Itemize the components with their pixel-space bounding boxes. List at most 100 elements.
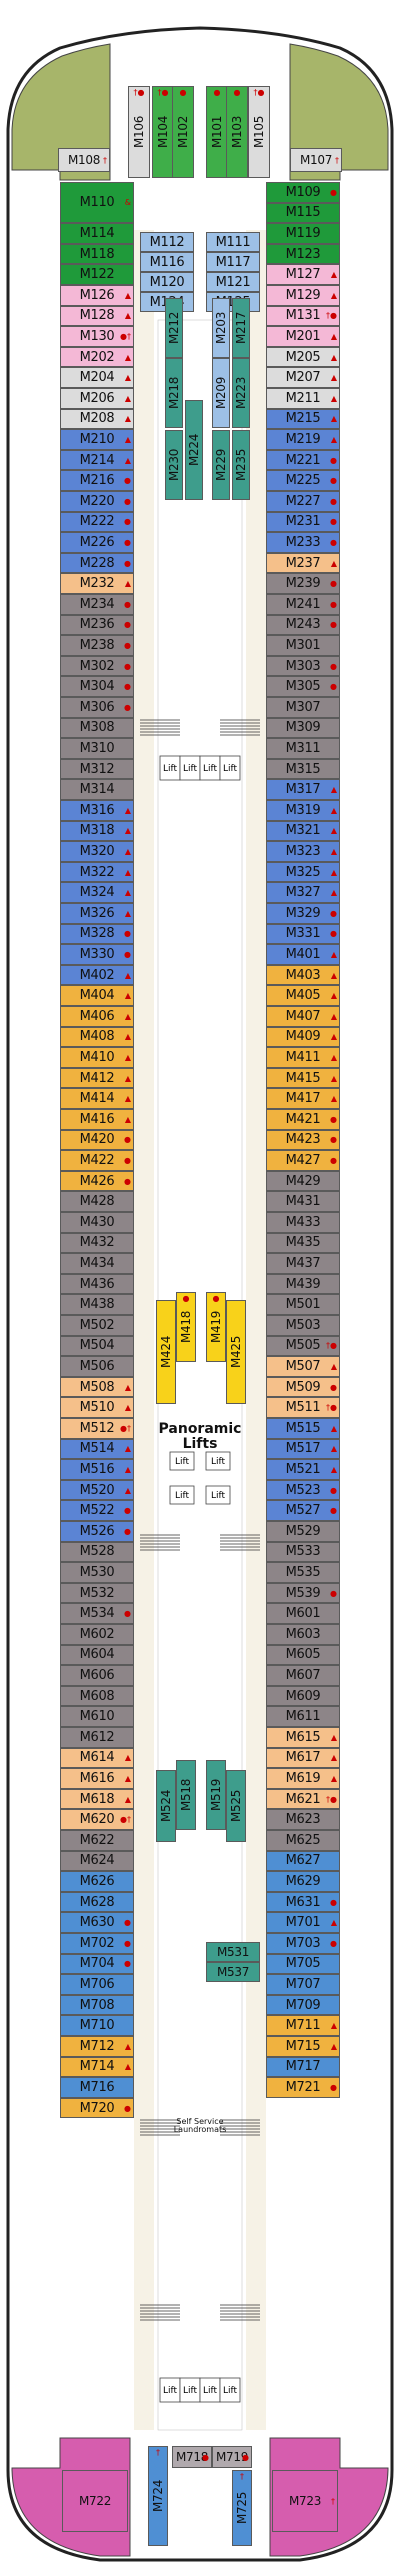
cabin-m624[interactable]: M624 <box>60 1850 134 1872</box>
cabin-m231[interactable]: M231● <box>266 511 340 533</box>
cabin-m720[interactable]: M720● <box>60 2097 134 2119</box>
cabin-m402[interactable]: M402▲ <box>60 964 134 986</box>
cabin-m302[interactable]: M302● <box>60 655 134 677</box>
cabin-m406[interactable]: M406▲ <box>60 1006 134 1027</box>
cabin-m126[interactable]: M126▲ <box>60 285 134 306</box>
cabin-m129[interactable]: M129▲ <box>266 285 340 306</box>
cabin-m706[interactable]: M706 <box>60 1974 134 1995</box>
cabin-m606[interactable]: M606 <box>60 1665 134 1686</box>
cabin-m522[interactable]: M522● <box>60 1500 134 1521</box>
cabin-m407[interactable]: M407▲ <box>266 1006 340 1027</box>
cabin-m316[interactable]: M316▲ <box>60 800 134 821</box>
cabin-m307[interactable]: M307 <box>266 697 340 718</box>
cabin-m529[interactable]: M529 <box>266 1521 340 1542</box>
cabin-m408[interactable]: M408▲ <box>60 1026 134 1048</box>
cabin-m224[interactable]: M224 <box>185 400 203 500</box>
cabin-m703[interactable]: M703● <box>266 1933 340 1954</box>
cabin-m617[interactable]: M617▲ <box>266 1747 340 1769</box>
cabin-m424[interactable]: M424 <box>156 1300 176 1404</box>
cabin-m712[interactable]: M712▲ <box>60 2036 134 2057</box>
cabin-m604[interactable]: M604 <box>60 1644 134 1666</box>
cabin-m430[interactable]: M430 <box>60 1212 134 1233</box>
cabin-m238[interactable]: M238● <box>60 635 134 656</box>
cabin-m108[interactable]: M108† <box>58 148 110 172</box>
cabin-m217[interactable]: M217 <box>232 298 250 358</box>
cabin-m232[interactable]: M232▲ <box>60 573 134 594</box>
cabin-m306[interactable]: M306● <box>60 697 134 718</box>
cabin-m331[interactable]: M331● <box>266 923 340 945</box>
cabin-m620[interactable]: M620●† <box>60 1809 134 1830</box>
cabin-m225[interactable]: M225● <box>266 470 340 491</box>
cabin-m630[interactable]: M630● <box>60 1912 134 1933</box>
cabin-m711[interactable]: M711▲ <box>266 2015 340 2036</box>
cabin-m103[interactable]: M103● <box>226 86 248 178</box>
cabin-m304[interactable]: M304● <box>60 676 134 697</box>
cabin-m631[interactable]: M631● <box>266 1891 340 1913</box>
cabin-m437[interactable]: M437 <box>266 1253 340 1274</box>
cabin-m243[interactable]: M243● <box>266 614 340 636</box>
cabin-m504[interactable]: M504 <box>60 1335 134 1357</box>
cabin-m611[interactable]: M611 <box>266 1706 340 1727</box>
cabin-m722[interactable]: M722 <box>62 2470 128 2532</box>
cabin-m210[interactable]: M210▲ <box>60 429 134 450</box>
cabin-m508[interactable]: M508▲ <box>60 1376 134 1398</box>
cabin-m301[interactable]: M301 <box>266 635 340 656</box>
cabin-m436[interactable]: M436 <box>60 1273 134 1295</box>
cabin-m311[interactable]: M311 <box>266 738 340 759</box>
cabin-m102[interactable]: M102● <box>172 86 194 178</box>
cabin-m203[interactable]: M203 <box>212 298 230 358</box>
cabin-m312[interactable]: M312 <box>60 758 134 780</box>
cabin-m505[interactable]: M505†● <box>266 1335 340 1357</box>
cabin-m533[interactable]: M533 <box>266 1541 340 1563</box>
cabin-m115[interactable]: M115 <box>266 202 340 224</box>
cabin-m515[interactable]: M515▲ <box>266 1418 340 1439</box>
cabin-m619[interactable]: M619▲ <box>266 1768 340 1789</box>
cabin-m404[interactable]: M404▲ <box>60 985 134 1006</box>
cabin-m516[interactable]: M516▲ <box>60 1459 134 1480</box>
cabin-m427[interactable]: M427● <box>266 1150 340 1171</box>
cabin-m709[interactable]: M709 <box>266 1994 340 2016</box>
cabin-m428[interactable]: M428 <box>60 1191 134 1212</box>
cabin-m303[interactable]: M303● <box>266 655 340 677</box>
cabin-m319[interactable]: M319▲ <box>266 800 340 821</box>
cabin-m621[interactable]: M621†● <box>266 1788 340 1810</box>
cabin-m539[interactable]: M539● <box>266 1582 340 1604</box>
cabin-m628[interactable]: M628 <box>60 1891 134 1913</box>
cabin-m537[interactable]: M537 <box>206 1962 260 1982</box>
cabin-m511[interactable]: M511†● <box>266 1397 340 1418</box>
cabin-m104[interactable]: M104†● <box>152 86 174 178</box>
cabin-m128[interactable]: M128▲ <box>60 305 134 327</box>
cabin-m438[interactable]: M438 <box>60 1294 134 1315</box>
cabin-m330[interactable]: M330● <box>60 944 134 965</box>
cabin-m716[interactable]: M716 <box>60 2077 134 2098</box>
cabin-m214[interactable]: M214▲ <box>60 449 134 471</box>
cabin-m429[interactable]: M429 <box>266 1170 340 1192</box>
cabin-m434[interactable]: M434 <box>60 1253 134 1274</box>
cabin-m420[interactable]: M420● <box>60 1129 134 1151</box>
cabin-m518[interactable]: M518 <box>176 1760 196 1830</box>
cabin-m710[interactable]: M710 <box>60 2015 134 2036</box>
cabin-m705[interactable]: M705 <box>266 1953 340 1975</box>
cabin-m109[interactable]: M109● <box>266 182 340 203</box>
cabin-m526[interactable]: M526● <box>60 1521 134 1542</box>
cabin-m211[interactable]: M211▲ <box>266 388 340 409</box>
cabin-m501[interactable]: M501 <box>266 1294 340 1315</box>
cabin-m110[interactable]: M110& <box>60 182 134 224</box>
cabin-m403[interactable]: M403▲ <box>266 964 340 986</box>
cabin-m419[interactable]: M419● <box>206 1292 226 1362</box>
cabin-m222[interactable]: M222● <box>60 511 134 533</box>
cabin-m235[interactable]: M235 <box>232 430 250 500</box>
cabin-m310[interactable]: M310 <box>60 738 134 759</box>
cabin-m525[interactable]: M525 <box>226 1770 246 1842</box>
cabin-m230[interactable]: M230 <box>165 430 183 500</box>
cabin-m521[interactable]: M521▲ <box>266 1459 340 1480</box>
cabin-m520[interactable]: M520▲ <box>60 1479 134 1501</box>
cabin-m322[interactable]: M322▲ <box>60 861 134 883</box>
cabin-m318[interactable]: M318▲ <box>60 820 134 842</box>
cabin-m323[interactable]: M323▲ <box>266 841 340 862</box>
cabin-m629[interactable]: M629 <box>266 1871 340 1892</box>
cabin-m106[interactable]: M106†● <box>128 86 150 178</box>
cabin-m416[interactable]: M416▲ <box>60 1109 134 1130</box>
cabin-m535[interactable]: M535 <box>266 1562 340 1583</box>
cabin-m614[interactable]: M614▲ <box>60 1747 134 1769</box>
